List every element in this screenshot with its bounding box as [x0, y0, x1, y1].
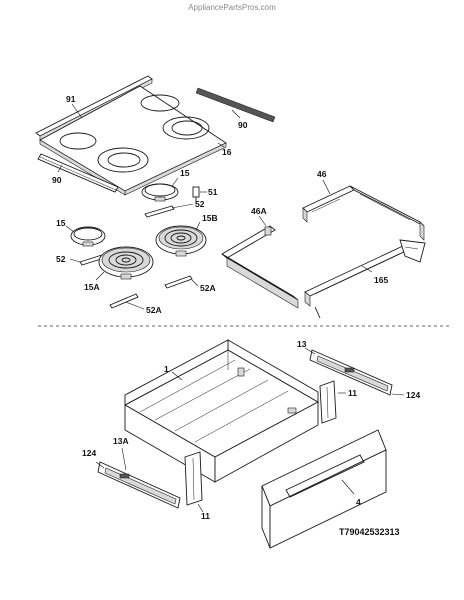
callout-46: 46 — [317, 169, 327, 179]
callout-90-top: 90 — [238, 120, 248, 130]
callout-1: 1 — [164, 364, 169, 374]
callout-13A: 13A — [113, 436, 129, 446]
slide-rail-13A — [97, 461, 181, 509]
support-rail-46 — [302, 185, 425, 241]
bracket-52-mid — [144, 205, 175, 218]
callout-15B: 15B — [202, 213, 218, 223]
callout-52A-bottom: 52A — [146, 305, 162, 315]
switch-51 — [192, 186, 200, 202]
support-rail-46A — [221, 225, 299, 309]
callout-165: 165 — [374, 275, 388, 285]
burner-element-15A — [98, 246, 154, 280]
drawer-body-1 — [124, 339, 319, 483]
watermark: AppliancePartsPros.com — [188, 3, 276, 12]
callout-16: 16 — [222, 147, 232, 157]
lower-callouts: 1 13 11 124 124 13A 11 4 — [82, 339, 420, 521]
support-frame-165 — [304, 239, 426, 319]
callout-13: 13 — [297, 339, 307, 349]
burner-element-15B — [155, 225, 207, 257]
callout-51: 51 — [208, 187, 218, 197]
document-number: T79042532313 — [339, 527, 400, 537]
trim-strip-90-front — [37, 153, 119, 193]
bracket-52A-bottom — [109, 293, 139, 309]
burner-element-15-left — [70, 226, 106, 247]
bracket-52A-right — [164, 275, 193, 289]
callout-15A: 15A — [84, 282, 100, 292]
callout-15-mid: 15 — [180, 168, 190, 178]
callout-52-left: 52 — [56, 254, 66, 264]
callout-15-left: 15 — [56, 218, 66, 228]
callout-90-left: 90 — [52, 175, 62, 185]
callout-124-left: 124 — [82, 448, 96, 458]
drawer-front-panel-4 — [261, 429, 387, 549]
slide-rail-13 — [309, 349, 393, 396]
burner-element-15-mid — [141, 183, 179, 202]
trim-strip-90-right — [195, 87, 276, 123]
callout-11-right: 11 — [348, 388, 357, 398]
callout-52A-right: 52A — [200, 283, 216, 293]
slide-rail-11-bottom — [184, 451, 203, 506]
callout-124-right: 124 — [406, 390, 420, 400]
upper-callouts: 91 90 16 90 15 51 52 15B 15 52 15A 52A 5… — [52, 94, 388, 315]
callout-91: 91 — [66, 94, 76, 104]
callout-52-mid: 52 — [195, 199, 205, 209]
callout-11-bottom: 11 — [201, 511, 210, 521]
slide-rail-11-right — [319, 380, 337, 424]
callout-4: 4 — [356, 497, 361, 507]
callout-46A: 46A — [251, 206, 267, 216]
